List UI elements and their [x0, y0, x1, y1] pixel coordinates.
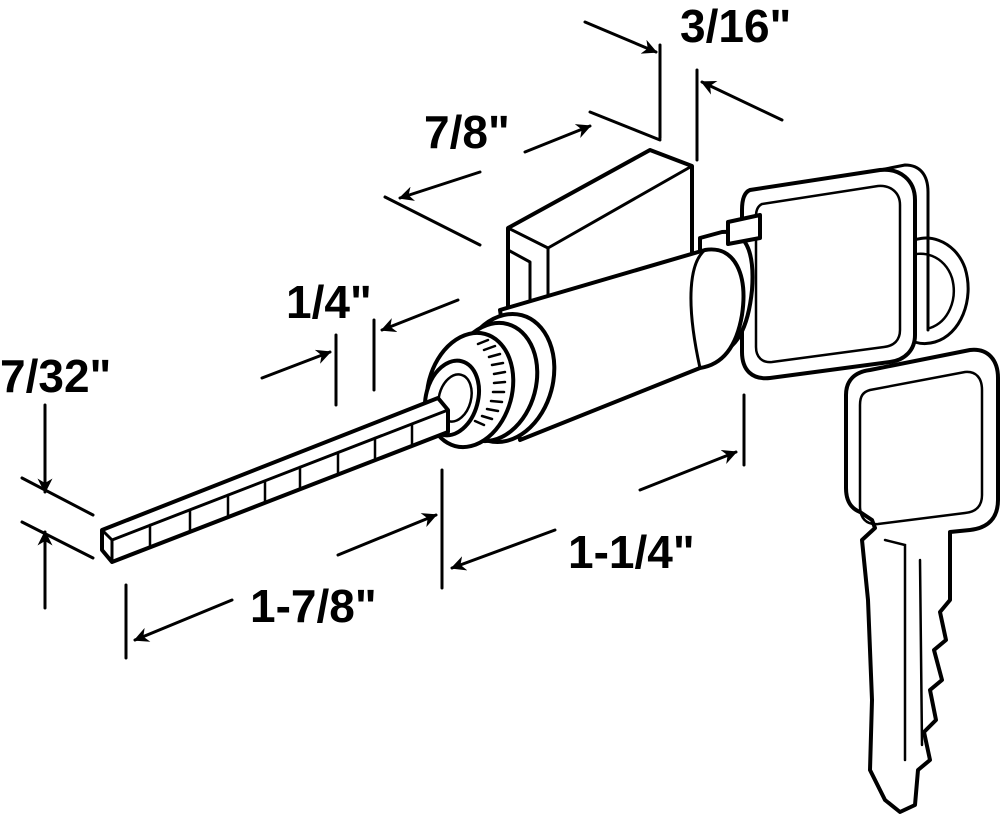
tailpiece-length-label: 1-7/8" [250, 580, 377, 632]
housing-width-label: 7/8" [424, 106, 510, 158]
key-icon [740, 163, 1000, 814]
cylinder-length-dimension [450, 393, 746, 571]
thickness-dimension [20, 403, 95, 610]
cam-thickness-label: 3/16" [680, 0, 791, 52]
housing-width-dimension [383, 110, 662, 247]
tailpiece-length-dimension [124, 468, 444, 660]
notch-spacing-label: 1/4" [286, 276, 372, 328]
cam-thickness-dimension [583, 20, 784, 162]
lock-cylinder-icon [423, 148, 762, 450]
tailpiece-icon [100, 396, 450, 564]
cylinder-length-label: 1-1/4" [568, 526, 695, 578]
thickness-label: 7/32" [0, 350, 111, 402]
notch-spacing-dimension [260, 298, 460, 407]
